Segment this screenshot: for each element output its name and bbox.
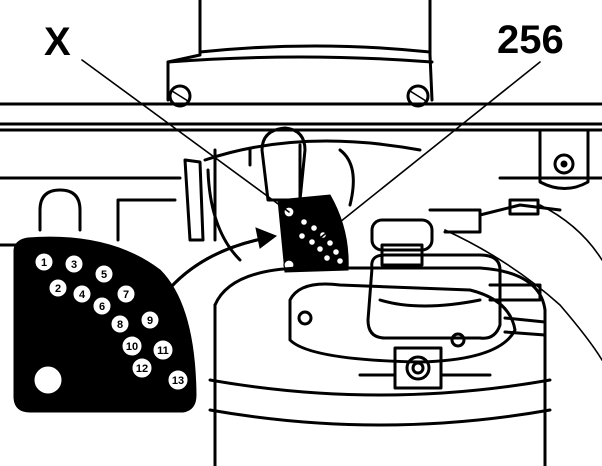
screw-left xyxy=(168,84,192,108)
inset-hole-label-9: 9 xyxy=(147,315,153,327)
callout-part-number: 256 xyxy=(497,18,564,62)
inset-hole-label-7: 7 xyxy=(123,289,129,301)
right-bracket xyxy=(538,128,590,190)
inset-hole-2 xyxy=(48,278,68,298)
inset-hole-label-11: 11 xyxy=(157,345,169,357)
inset-hole-1 xyxy=(34,252,54,272)
inset-hole-8 xyxy=(110,314,130,334)
actuator-assembly xyxy=(288,198,602,364)
inset-hole-label-6: 6 xyxy=(99,301,105,313)
inset-hole-label-10: 10 xyxy=(126,341,138,353)
inset-hole-6 xyxy=(92,296,112,316)
inset-hole-3 xyxy=(64,254,84,274)
inset-hole-4 xyxy=(72,284,92,304)
left-wall xyxy=(0,188,177,247)
frame-rails xyxy=(0,102,602,180)
leader-lines xyxy=(81,59,541,239)
pointer-arrow xyxy=(168,227,278,290)
inset-hole-label-2: 2 xyxy=(55,283,61,295)
inset-hole-13 xyxy=(167,369,189,391)
inset-mount-hole xyxy=(33,365,63,395)
inset-hole-11 xyxy=(152,339,174,361)
inset-hole-label-12: 12 xyxy=(136,363,148,375)
inset-hole-label-13: 13 xyxy=(172,375,184,387)
inset-hole-9 xyxy=(140,310,160,330)
inset-hole-label-1: 1 xyxy=(41,257,47,269)
top-housing xyxy=(166,0,434,108)
inset-hole-10 xyxy=(121,335,143,357)
dial-housing xyxy=(183,139,422,262)
inset-hole-label-5: 5 xyxy=(101,269,107,281)
inset-hole-5 xyxy=(94,264,114,284)
inset-hole-12 xyxy=(131,357,153,379)
screw-right xyxy=(406,84,430,108)
lever-tab xyxy=(260,126,307,202)
inset-hole-7 xyxy=(116,284,136,304)
inset-hole-label-3: 3 xyxy=(71,259,77,271)
inset-hole-label-4: 4 xyxy=(79,289,86,301)
mounting-plate xyxy=(277,194,349,273)
callout-x-marker: X xyxy=(44,20,71,64)
inset-hole-label-8: 8 xyxy=(117,319,123,331)
terminal-block xyxy=(358,346,492,390)
